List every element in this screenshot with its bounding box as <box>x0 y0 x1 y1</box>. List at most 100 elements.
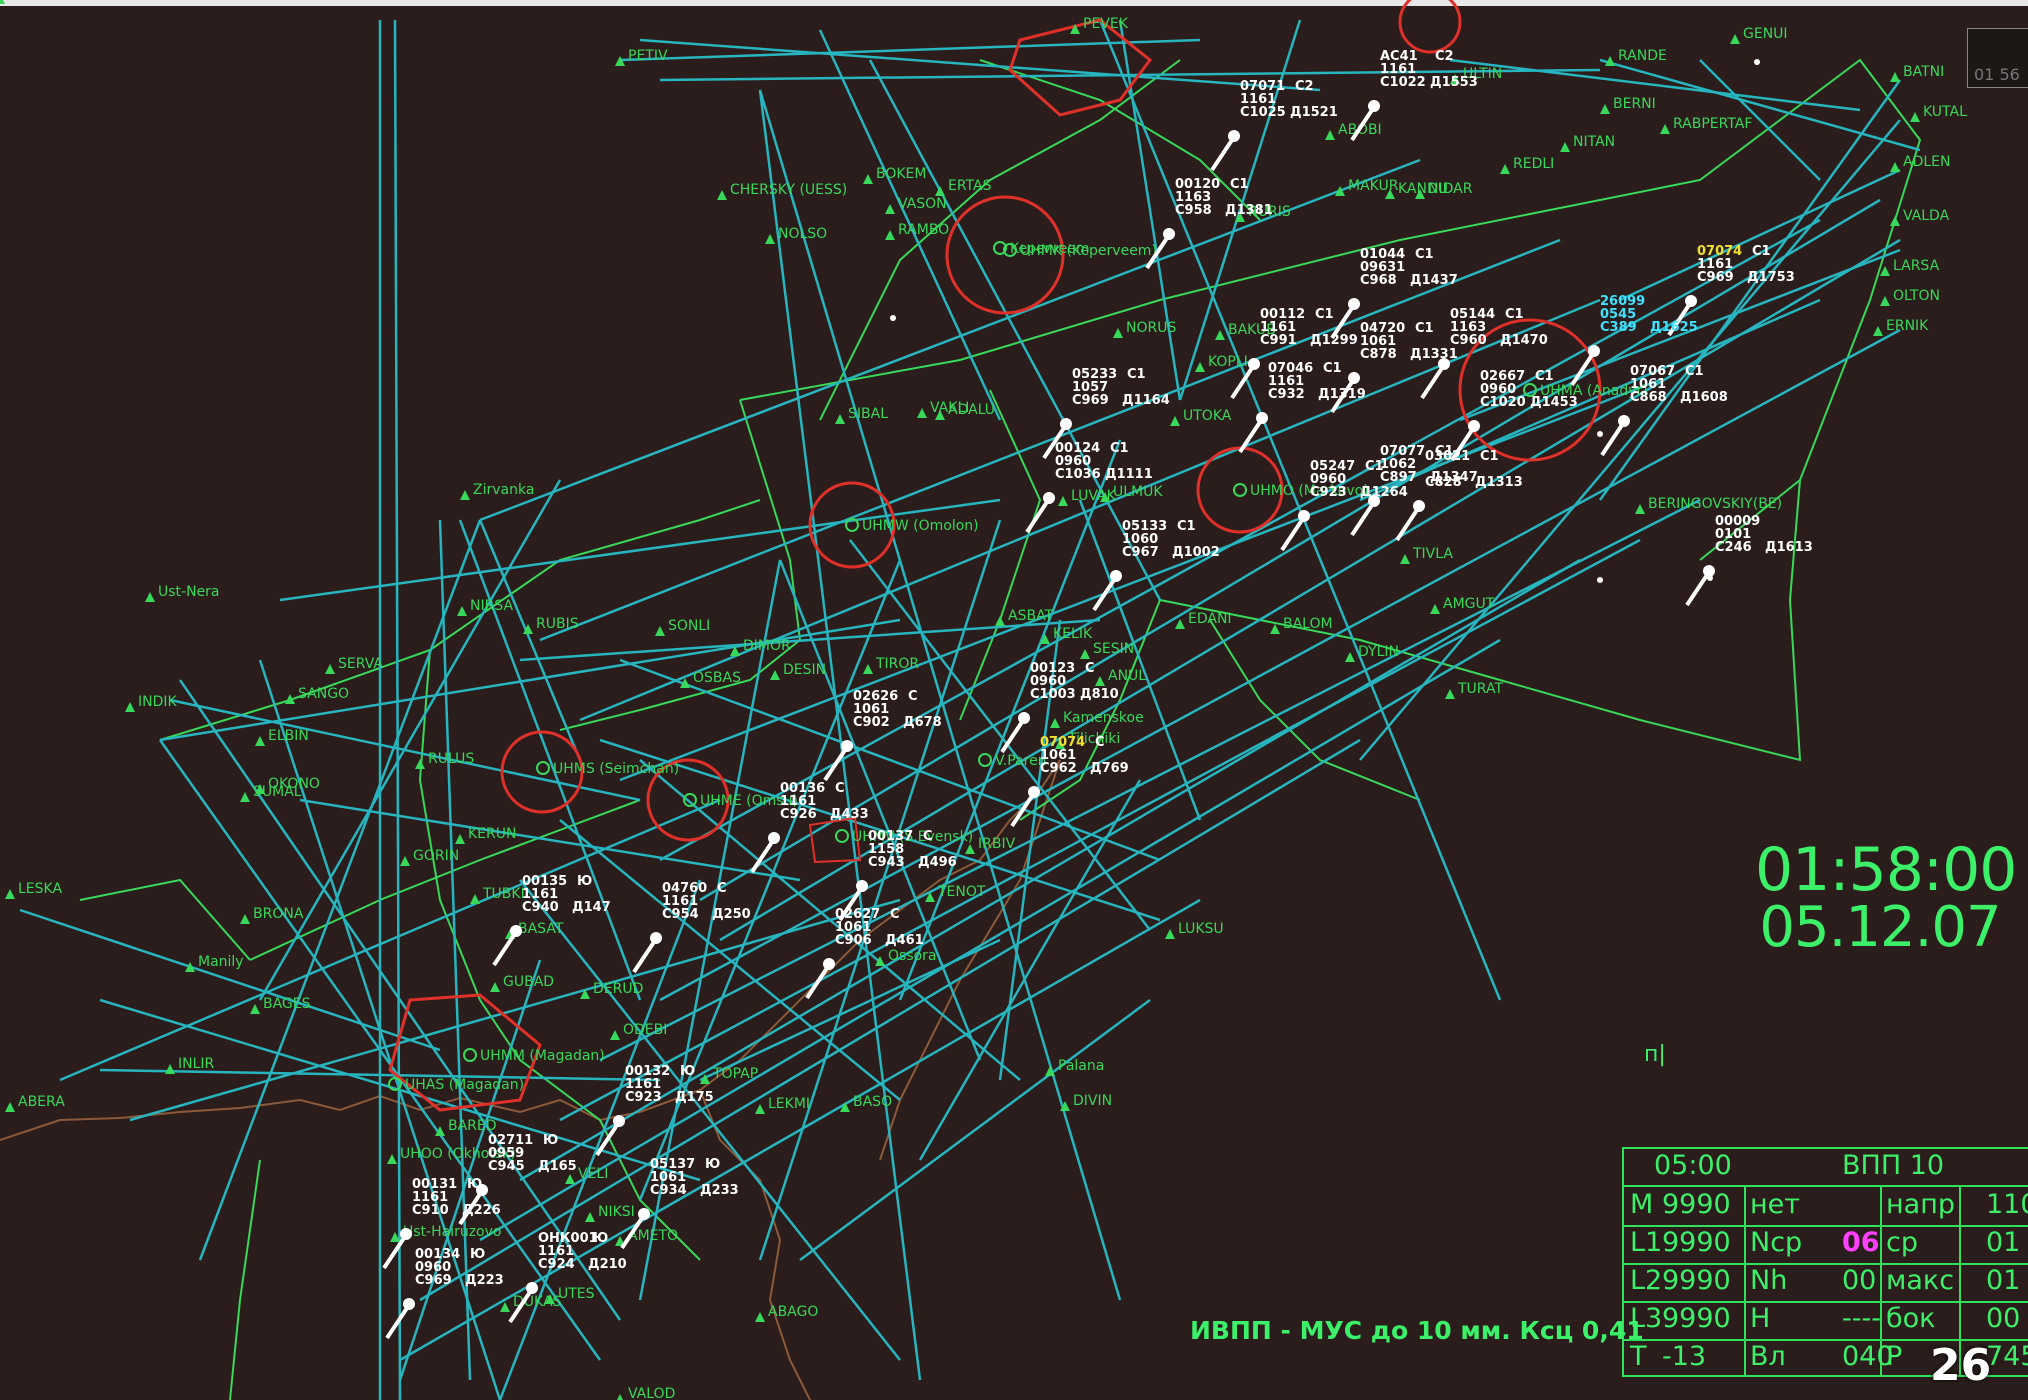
fix-triangle-icon <box>0 0 5 4</box>
fix-triangle-icon <box>885 204 895 214</box>
aircraft-track[interactable] <box>1667 295 1697 337</box>
fix-label: RAMBO <box>898 222 949 238</box>
aircraft-track[interactable] <box>1685 565 1715 607</box>
aircraft-track[interactable] <box>385 1298 415 1340</box>
fix-triangle-icon <box>995 616 1005 626</box>
fix-label: PETIV <box>628 48 668 64</box>
fix-triangle-icon <box>250 1004 260 1014</box>
aircraft-track[interactable] <box>1010 786 1040 828</box>
aircraft-track[interactable] <box>750 832 780 874</box>
track-mode: C <box>908 689 918 704</box>
aircraft-track[interactable] <box>595 1115 625 1157</box>
fix-triangle-icon <box>1400 554 1410 564</box>
track-distance: Д1264 <box>1360 485 1408 500</box>
fix-label: RULUS <box>428 751 474 767</box>
track-mode: C1 <box>1435 444 1454 459</box>
aerodrome-label: UHMA (Anadyr) <box>1540 383 1648 399</box>
aircraft-track[interactable] <box>1350 495 1380 537</box>
aircraft-icon <box>1368 495 1380 507</box>
airway-segment <box>59 798 721 1082</box>
fix-label: ADALU <box>948 402 995 418</box>
aircraft-track[interactable] <box>1042 418 1072 460</box>
fix-triangle-icon <box>1080 649 1090 659</box>
airway-segment <box>399 898 1201 1362</box>
aircraft-track[interactable] <box>458 1184 488 1226</box>
track-level: C389 <box>1600 320 1637 335</box>
aircraft-icon <box>1588 345 1600 357</box>
fix-triangle-icon <box>1910 112 1920 122</box>
aircraft-track[interactable] <box>823 740 853 782</box>
track-level: C924 <box>538 1257 575 1272</box>
aircraft-track[interactable] <box>1145 228 1175 270</box>
aircraft-track[interactable] <box>1600 415 1630 457</box>
fix-label: Kamenskoe <box>1063 710 1144 726</box>
track-mode: C1 <box>1315 307 1334 322</box>
aircraft-track[interactable] <box>1238 412 1268 454</box>
fix-label: SAKBA <box>8 0 56 2</box>
airway-segment <box>1118 19 1182 401</box>
aircraft-track[interactable] <box>632 932 662 974</box>
track-mode: C <box>923 829 933 844</box>
track-level: C934 <box>650 1183 687 1198</box>
aircraft-track[interactable] <box>1450 420 1480 462</box>
aircraft-track[interactable] <box>1000 712 1030 754</box>
aircraft-track[interactable] <box>805 958 835 1000</box>
aerodrome-icon <box>536 761 550 775</box>
aircraft-track[interactable] <box>1092 570 1122 612</box>
aircraft-icon <box>841 740 853 752</box>
aircraft-track[interactable] <box>1330 298 1360 340</box>
fix <box>1880 296 1890 306</box>
aircraft-track[interactable] <box>508 1282 538 1324</box>
aircraft-track[interactable] <box>838 880 868 922</box>
aircraft-track[interactable] <box>1395 500 1425 542</box>
fix <box>1095 676 1105 686</box>
aircraft-track[interactable] <box>1420 358 1450 400</box>
fix-triangle-icon <box>387 1154 397 1164</box>
fix-triangle-icon <box>610 1030 620 1040</box>
fix <box>523 624 533 634</box>
track-history-line <box>1570 353 1594 387</box>
track-callsign: 05133 <box>1122 519 1167 534</box>
fix-label: OLTON <box>1893 288 1940 304</box>
aircraft-track[interactable] <box>1570 345 1600 387</box>
aerodrome-label: Keperveem <box>1010 241 1090 257</box>
aerodrome-label: UHME (Omsu) <box>700 793 798 809</box>
fix-label: DERUD <box>593 981 643 997</box>
track-mode: Ю <box>467 1177 482 1192</box>
aircraft-track[interactable] <box>492 925 522 967</box>
aircraft-track[interactable] <box>1230 358 1260 400</box>
fix-label: SONLI <box>668 618 710 634</box>
track-mode: C1 <box>1505 307 1524 322</box>
track-level: C923 <box>1310 485 1347 500</box>
track-level: C1036 <box>1055 467 1101 482</box>
aircraft-track[interactable] <box>382 1228 412 1270</box>
fix <box>5 1102 15 1112</box>
aircraft-track[interactable] <box>620 1208 650 1250</box>
track-level: C962 <box>1040 761 1077 776</box>
airway-segment <box>1098 19 1502 1001</box>
aircraft-track[interactable] <box>1330 372 1360 414</box>
fix-label: GENUI <box>1743 26 1788 42</box>
aerodrome-label: UHMS (Seimchan) <box>553 761 679 777</box>
aircraft-track[interactable] <box>1280 510 1310 552</box>
track-history-line <box>1000 720 1024 754</box>
track-code: 0960 <box>1055 454 1091 469</box>
track-mode: C1 <box>1415 247 1434 262</box>
weather-key: L2 <box>1630 1265 1663 1296</box>
fix <box>755 1104 765 1114</box>
airway-segment <box>758 519 1002 1261</box>
aircraft-track[interactable] <box>1350 100 1380 142</box>
aerodrome-label: UHMW (Omolon) <box>862 518 979 534</box>
aircraft-track[interactable] <box>1025 492 1055 534</box>
airway-segment <box>559 819 901 1101</box>
track-distance: Д1613 <box>1765 540 1813 555</box>
track-code: 1061 <box>835 920 871 935</box>
fix-label: DIVIN <box>1073 1093 1112 1109</box>
aircraft-track[interactable] <box>1210 130 1240 172</box>
fix-label: LEKMI <box>768 1096 810 1112</box>
track-level: C1003 <box>1030 687 1076 702</box>
fix-label: SANGO <box>298 686 349 702</box>
track-mode: C1 <box>1230 177 1249 192</box>
track-distance: Д1319 <box>1318 387 1366 402</box>
fix-label: VALDA <box>1903 208 1950 224</box>
